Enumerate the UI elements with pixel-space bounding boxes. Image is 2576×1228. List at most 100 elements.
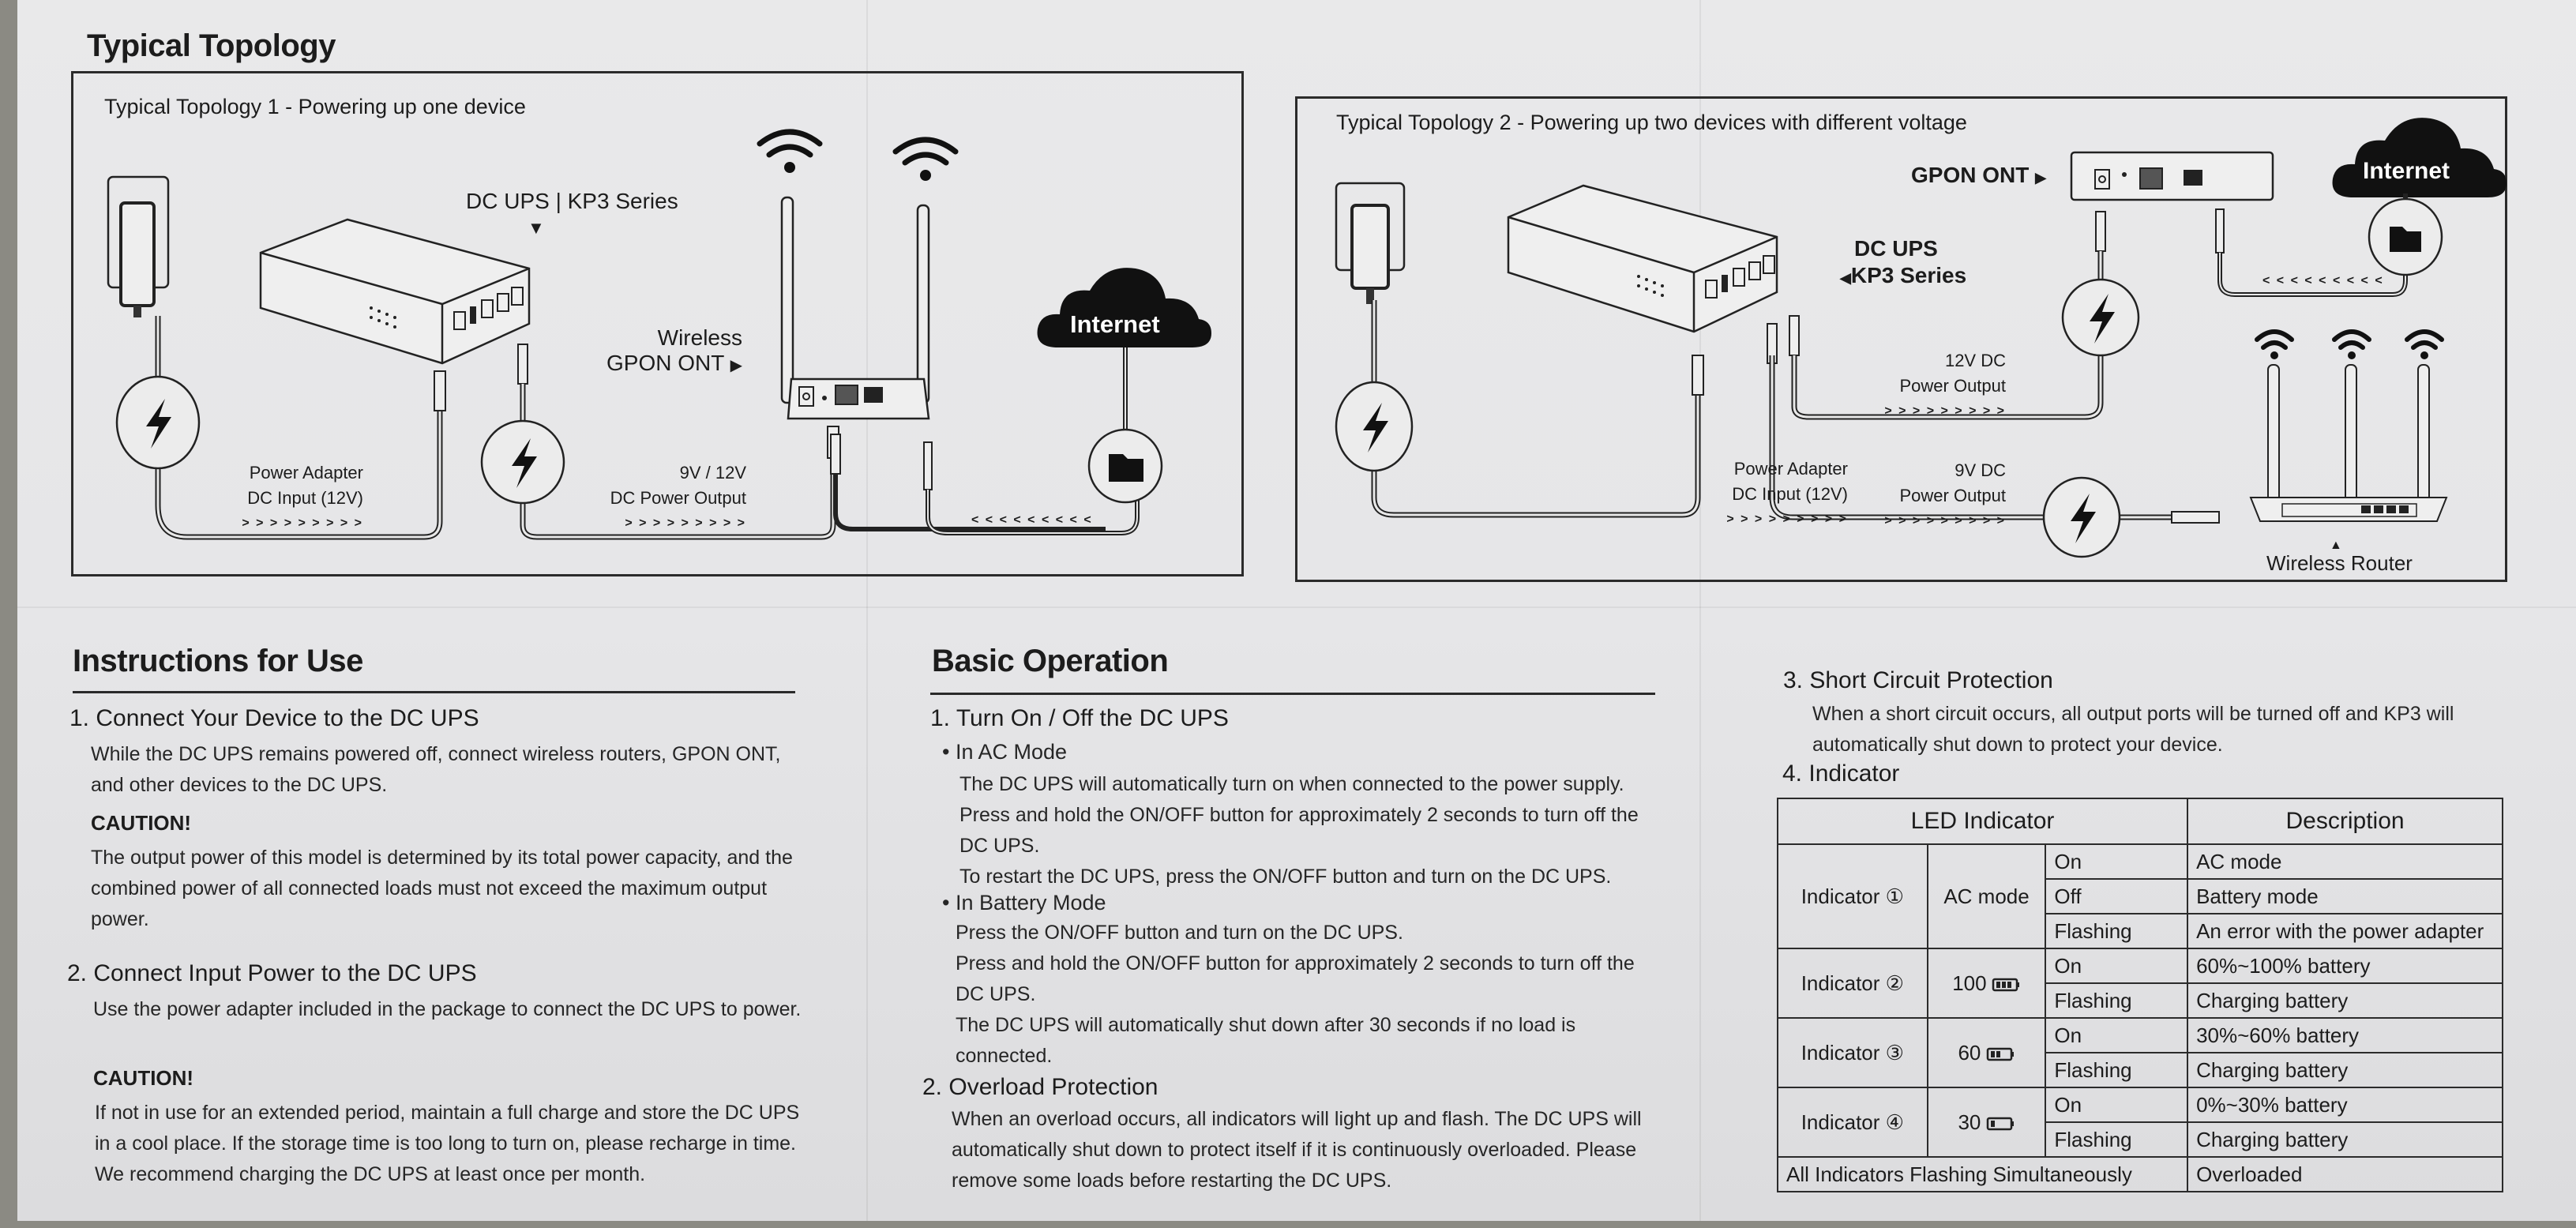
op-step-3-heading: 3. Short Circuit Protection: [1783, 667, 2053, 693]
indicator-desc: Charging battery: [2187, 982, 2503, 1019]
ups-label: DC UPS ◀KP3 Series: [1840, 235, 1966, 291]
flow-arrows: > > > > > > > > >: [1726, 513, 1848, 526]
fold-line: [1699, 0, 1701, 1221]
ac-mode-text: The DC UPS will automatically turn on wh…: [959, 769, 1670, 892]
indicator-state: Flashing: [2045, 1121, 2189, 1158]
output-12v-line2: Power Output: [1899, 376, 2006, 396]
flow-arrows: > > > > > > > > >: [625, 516, 746, 530]
output-label: 9V / 12V DC Power Output > > > > > > > >…: [553, 460, 746, 536]
table-row: Flashing An error with the power adapter: [1778, 913, 2503, 949]
footer-desc: Overloaded: [2187, 1156, 2503, 1192]
indicator-mode-cell: 60: [1926, 1017, 2047, 1088]
indicator-state: Flashing: [2045, 1052, 2189, 1088]
adapter-label-line2: DC Input (12V): [1732, 484, 1848, 504]
ac-mode-heading: In AC Mode: [942, 737, 1067, 768]
step-2-caution-body: If not in use for an extended period, ma…: [95, 1102, 800, 1185]
right-arrow-icon: ▶: [2035, 170, 2046, 186]
output-9v-label: 9V DC Power Output > > > > > > > > >: [1816, 458, 2006, 534]
topology-title: Typical Topology: [87, 28, 336, 63]
indicator-name: Indicator ④: [1777, 1087, 1928, 1158]
battery-low-icon: [1986, 1117, 2014, 1130]
indicator-mode: 100: [1952, 971, 1987, 995]
step-1-heading: 1. Connect Your Device to the DC UPS: [69, 705, 479, 731]
right-arrow-icon: ▶: [730, 357, 742, 374]
wireless-router-label: Wireless Router: [2266, 551, 2413, 575]
indicator-state: On: [2045, 948, 2189, 984]
ac-mode-line: Press and hold the ON/OFF button for app…: [959, 804, 1639, 857]
indicator-mode-cell: 30: [1926, 1087, 2047, 1158]
internet-label: Internet: [1070, 310, 1160, 338]
adapter-label: Power Adapter DC Input (12V) > > > > > >…: [1627, 456, 1848, 532]
indicator-name: Indicator ②: [1777, 948, 1928, 1019]
table-row: Indicator ④ 30 On 0%~30% battery: [1777, 1087, 2503, 1158]
dc-ups-device-icon: [259, 218, 531, 365]
left-arrow-icon: ◀: [1840, 270, 1851, 286]
indicator-table: LED Indicator Description Indicator ① AC…: [1776, 798, 2503, 1192]
internet-cloud-icon: [2332, 118, 2507, 197]
op-step-3-body: When a short circuit occurs, all output …: [1812, 703, 2454, 756]
footer-label: All Indicators Flashing Simultaneously: [1776, 1156, 2189, 1192]
output-9v-line1: 9V DC: [1955, 460, 2006, 480]
op-step-1-heading: 1. Turn On / Off the DC UPS: [930, 705, 1229, 731]
indicator-name: Indicator ③: [1777, 1017, 1928, 1088]
indicator-state: Flashing: [2045, 982, 2189, 1019]
output-label-line2: DC Power Output: [610, 488, 746, 508]
wall-adapter-icon: [107, 175, 170, 317]
table-row: Indicator ② 100 On 60%~100% battery: [1777, 948, 2503, 1019]
output-label-line1: 9V / 12V: [679, 463, 746, 483]
output-9v-line2: Power Output: [1899, 486, 2006, 505]
step-1-caution-body: The output power of this model is determ…: [91, 847, 793, 930]
output-cable-12v: [1767, 211, 2140, 420]
topology-2-panel: [1295, 96, 2507, 582]
step-1-body: While the DC UPS remains powered off, co…: [91, 743, 781, 796]
instructions-title: Instructions for Use: [73, 644, 363, 678]
indicator-name: Indicator ①: [1777, 843, 1928, 949]
fiber-cable: [2215, 193, 2443, 297]
fiber-cable: [830, 434, 1140, 535]
section-divider: [73, 691, 795, 693]
internet-cloud-icon: [1037, 268, 1211, 347]
wireless-ont-icon: [757, 129, 959, 420]
indicator-mode: 60: [1958, 1040, 1981, 1065]
table-footer-row: All Indicators Flashing Simultaneously O…: [1776, 1156, 2503, 1192]
ont-label-line2: GPON ONT: [606, 351, 724, 375]
battery-mode-line: The DC UPS will automatically shut down …: [956, 1014, 1576, 1067]
step-2-heading: 2. Connect Input Power to the DC UPS: [67, 960, 477, 986]
topology-1-caption: Typical Topology 1 - Powering up one dev…: [104, 95, 526, 118]
indicator-mode: AC mode: [1926, 843, 2047, 949]
ac-mode-line: To restart the DC UPS, press the ON/OFF …: [959, 866, 1612, 888]
ont-label: Wireless GPON ONT ▶: [569, 325, 742, 378]
section-divider: [930, 693, 1655, 695]
indicator-desc: Charging battery: [2187, 1052, 2503, 1088]
header-description: Description: [2187, 798, 2503, 845]
gpon-ont-label: GPON ONT ▶: [1911, 162, 2046, 191]
folder-icon: [1109, 454, 1143, 482]
battery-mode-line: Press the ON/OFF button and turn on the …: [956, 922, 1403, 944]
flow-arrows-left: < < < < < < < < <: [971, 513, 1093, 527]
fold-line: [17, 606, 2576, 608]
indicator-state: Flashing: [2045, 913, 2189, 949]
battery-mode-text: Press the ON/OFF button and turn on the …: [956, 918, 1666, 1072]
topology-2-caption: Typical Topology 2 - Powering up two dev…: [1336, 111, 1967, 134]
step-1-caution-label: CAUTION!: [91, 811, 192, 835]
table-row: Off Battery mode: [1778, 878, 2503, 914]
battery-medium-icon: [1986, 1047, 2014, 1061]
indicator-desc: Battery mode: [2187, 878, 2503, 914]
indicator-mode: 30: [1958, 1110, 1981, 1134]
flow-arrows-left: < < < < < < < < <: [2262, 274, 2384, 287]
input-cable: [115, 316, 446, 540]
indicator-state: Off: [2045, 878, 2189, 914]
table-header-row: LED Indicator Description: [1776, 798, 2503, 845]
wall-adapter-icon: [1335, 182, 1406, 304]
dc-ups-device-icon: [1507, 184, 1778, 333]
table-row: Flashing Charging battery: [1778, 1052, 2503, 1088]
battery-full-icon: [1992, 978, 2019, 991]
flow-arrows: > > > > > > > > >: [1884, 404, 2006, 418]
output-cable-9v: [1769, 355, 2220, 558]
input-cable: [1335, 300, 1704, 518]
indicator-state: On: [2045, 1087, 2189, 1123]
op-step-2-body: When an overload occurs, all indicators …: [952, 1108, 1642, 1192]
indicator-desc: An error with the power adapter: [2187, 913, 2503, 949]
fiber-connector-icon: [1087, 347, 1163, 504]
adapter-label: Power Adapter DC Input (12V) > > > > > >…: [158, 460, 363, 536]
